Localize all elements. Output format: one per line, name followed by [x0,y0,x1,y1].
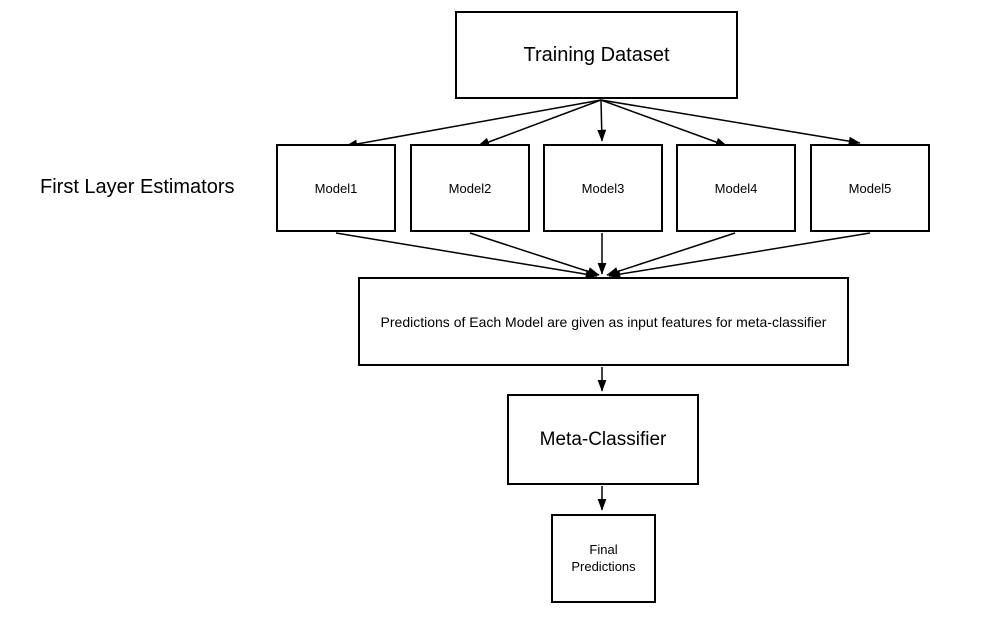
model2-box: Model2 [410,144,530,232]
arrow-model1-to-predictions [335,232,598,279]
model5-box: Model5 [810,144,930,232]
arrow-training-to-model1 [345,99,602,149]
model3-box: Model3 [543,144,663,232]
first-layer-estimators-label: First Layer Estimators [40,176,235,198]
model4-label: Model4 [714,180,758,196]
arrow-training-to-model5 [600,99,861,146]
final-predictions-box: Final Predictions [551,514,656,603]
arrow-model4-to-predictions [606,232,736,276]
arrow-training-to-model4 [600,99,728,147]
arrow-model5-to-predictions [608,232,871,279]
model5-label: Model5 [848,180,892,196]
model1-box: Model1 [276,144,396,232]
arrow-training-to-model3 [597,99,607,142]
predictions-input-box: Predictions of Each Model are given as i… [358,277,849,366]
final-predictions-label: Final Predictions [571,541,636,574]
meta-classifier-box: Meta-Classifier [507,394,699,485]
meta-classifier-label: Meta-Classifier [539,428,667,450]
model3-label: Model3 [581,180,625,196]
training-dataset-box: Training Dataset [455,11,738,99]
model2-label: Model2 [448,180,492,196]
arrow-model2-to-predictions [469,232,600,276]
predictions-input-label: Predictions of Each Model are given as i… [380,313,827,330]
training-dataset-label: Training Dataset [523,43,670,66]
arrow-training-to-model2 [477,99,602,147]
model1-label: Model1 [314,180,358,196]
model4-box: Model4 [676,144,796,232]
